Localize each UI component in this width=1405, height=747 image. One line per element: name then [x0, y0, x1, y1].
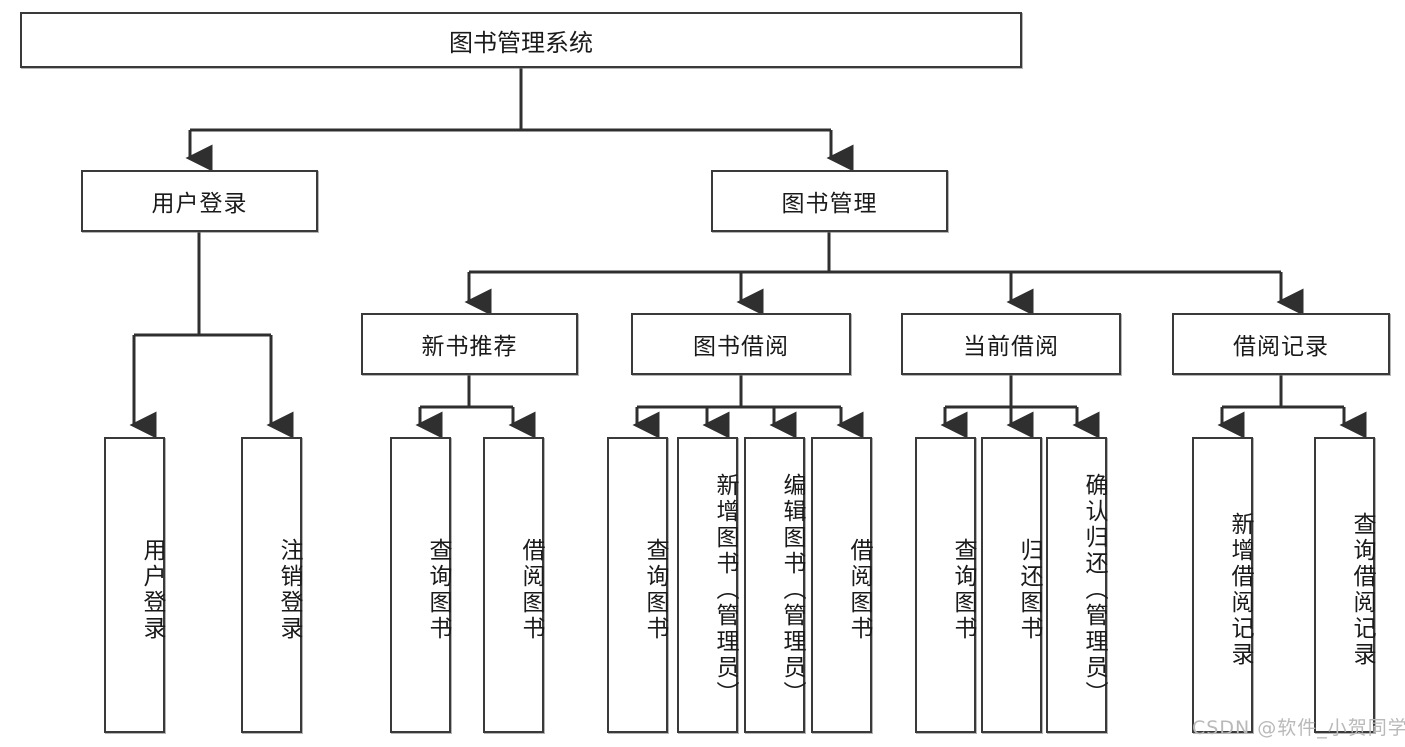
leaf-current-borrow-return[interactable]: 归还图书	[981, 437, 1042, 733]
node-label: 图书借阅	[693, 334, 789, 360]
leaf-new-book-borrow[interactable]: 借阅图书	[483, 437, 544, 733]
node-label: 用户登录	[139, 538, 165, 642]
leaf-current-borrow-confirm-return[interactable]: 确认归还（管理员）	[1046, 437, 1107, 733]
leaf-book-borrow-query[interactable]: 查询图书	[607, 437, 668, 733]
node-label: 注销登录	[276, 538, 302, 642]
node-label: 新增借阅记录	[1227, 512, 1253, 668]
node-label: 新书推荐	[421, 334, 518, 360]
leaf-book-borrow-edit[interactable]: 编辑图书（管理员）	[744, 437, 805, 733]
node-new-book-recommend[interactable]: 新书推荐	[361, 313, 578, 375]
node-user-login[interactable]: 用户登录	[81, 170, 318, 232]
node-label: 借阅图书	[518, 538, 544, 642]
node-root-book-management-system[interactable]: 图书管理系统	[20, 12, 1022, 68]
leaf-borrow-record-query[interactable]: 查询借阅记录	[1314, 437, 1375, 733]
leaf-new-book-query[interactable]: 查询图书	[390, 437, 451, 733]
node-label: 编辑图书（管理员）	[779, 473, 805, 707]
csdn-watermark: CSDN @软件_小贺同学	[1192, 717, 1405, 739]
node-label: 查询借阅记录	[1349, 512, 1375, 668]
node-label: 当前借阅	[963, 334, 1059, 360]
node-label: 用户登录	[151, 191, 248, 217]
node-label: 查询图书	[425, 538, 451, 642]
node-label: 图书管理	[781, 191, 878, 217]
node-label: 借阅记录	[1233, 334, 1329, 360]
node-label: 借阅图书	[846, 538, 872, 642]
node-label: 图书管理系统	[449, 28, 593, 57]
node-label: 查询图书	[950, 538, 976, 642]
leaf-user-login-signout[interactable]: 注销登录	[241, 437, 302, 733]
leaf-borrow-record-add[interactable]: 新增借阅记录	[1192, 437, 1253, 733]
node-book-borrow[interactable]: 图书借阅	[631, 313, 851, 375]
node-label: 归还图书	[1016, 538, 1042, 642]
node-book-management[interactable]: 图书管理	[711, 170, 948, 232]
node-label: 新增图书（管理员）	[712, 473, 738, 707]
node-borrow-record[interactable]: 借阅记录	[1172, 313, 1390, 375]
node-label: 查询图书	[642, 538, 668, 642]
leaf-book-borrow-add[interactable]: 新增图书（管理员）	[677, 437, 738, 733]
leaf-current-borrow-query[interactable]: 查询图书	[915, 437, 976, 733]
node-current-borrow[interactable]: 当前借阅	[901, 313, 1121, 375]
leaf-book-borrow-borrow[interactable]: 借阅图书	[811, 437, 872, 733]
leaf-user-login-signin[interactable]: 用户登录	[104, 437, 165, 733]
node-label: 确认归还（管理员）	[1081, 473, 1107, 707]
